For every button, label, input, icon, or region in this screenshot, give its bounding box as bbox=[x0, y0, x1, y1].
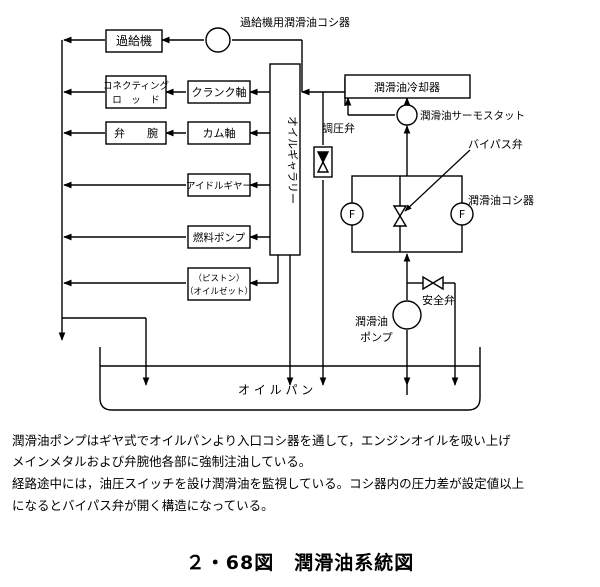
oil-pan bbox=[99, 347, 481, 411]
filter-box bbox=[351, 175, 463, 253]
lubrication-system-diagram: 過給機用潤滑油コシ器 過給機 コネクティング ロ ッ ド クランク軸 弁 腕 カ… bbox=[58, 15, 534, 411]
thermostat-icon bbox=[396, 104, 418, 126]
label-idle-gear: アイドルギヤー bbox=[186, 181, 252, 192]
valve-arm-box bbox=[105, 121, 167, 145]
crankshaft-box bbox=[187, 80, 251, 104]
bypass-valve-icon bbox=[392, 205, 408, 227]
filter-left-icon bbox=[340, 202, 364, 226]
label-safety-valve: 安全弁 bbox=[422, 293, 455, 307]
label-oil-pump-1: 潤滑油 bbox=[355, 314, 388, 328]
label-f-right: F bbox=[459, 208, 465, 221]
filter-right-icon bbox=[450, 202, 474, 226]
caption-line-4: になるとバイパス弁が開く構造になっている。 bbox=[12, 498, 274, 513]
caption-line-1: 潤滑油ポンプはギヤ式でオイルパンより入口コシ器を通して，エンジンオイルを吸い上げ bbox=[12, 433, 511, 448]
oil-cooler-box bbox=[344, 74, 471, 99]
label-f-left: F bbox=[349, 208, 355, 221]
piston-jet-box bbox=[187, 267, 251, 301]
label-turbo-filter: 過給機用潤滑油コシ器 bbox=[240, 15, 350, 29]
camshaft-box bbox=[187, 121, 251, 145]
label-bypass-valve: バイパス弁 bbox=[468, 137, 523, 151]
label-camshaft: カム軸 bbox=[203, 126, 236, 140]
label-conrod-2: ロ ッ ド bbox=[112, 95, 160, 106]
safety-valve-icon bbox=[422, 275, 444, 291]
label-oil-cooler: 潤滑油冷却器 bbox=[374, 80, 440, 94]
label-piston-2: （オイルゼット） bbox=[185, 286, 253, 297]
label-pressure-valve: 調圧弁 bbox=[322, 121, 355, 135]
label-oil-pan: オ イ ル パ ン bbox=[238, 383, 313, 397]
idle-gear-box bbox=[187, 173, 251, 197]
fuel-pump-box bbox=[187, 225, 251, 249]
caption-line-3: 経路途中には，油圧スイッチを設け潤滑油を監視している。コシ器内の圧力差が設定値以… bbox=[12, 476, 525, 491]
figure-title: ２・68図 潤滑油系統図 bbox=[185, 552, 415, 574]
label-turbocharger: 過給機 bbox=[116, 33, 152, 48]
oil-gallery-box bbox=[269, 63, 301, 256]
oil-pump-icon bbox=[392, 300, 422, 330]
label-oil-gallery: オイルギャラリー bbox=[286, 116, 299, 204]
label-fuel-pump: 燃料ポンプ bbox=[193, 231, 246, 244]
turbo-filter-icon bbox=[205, 27, 231, 53]
conrod-box bbox=[105, 75, 167, 109]
label-crankshaft: クランク軸 bbox=[192, 85, 247, 99]
label-conrod-1: コネクティング bbox=[103, 80, 169, 92]
label-piston-1: （ピストン） bbox=[193, 273, 244, 284]
turbocharger-box bbox=[105, 29, 163, 53]
label-oil-filter: 潤滑油コシ器 bbox=[468, 193, 534, 207]
label-valve-arm: 弁 腕 bbox=[114, 126, 158, 140]
label-oil-pump-2: ポンプ bbox=[360, 331, 393, 344]
caption-line-2: メインメタルおよび弁腕他各部に強制注油している。 bbox=[12, 454, 312, 469]
label-thermostat: 潤滑油サーモスタット bbox=[420, 109, 525, 122]
